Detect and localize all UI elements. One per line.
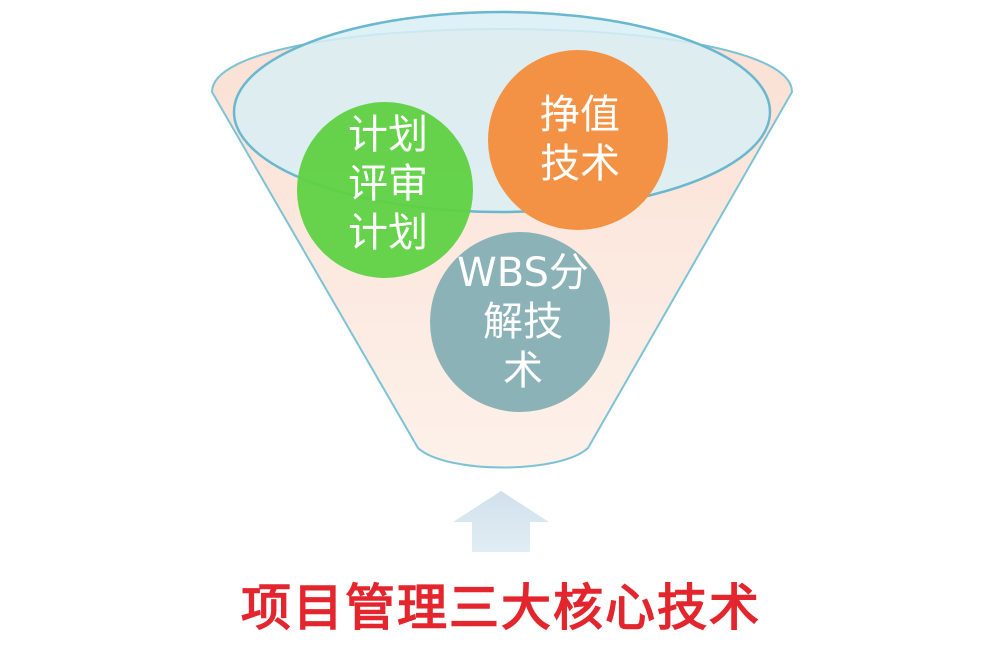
circle-earned-value: 挣值 技术 <box>488 50 668 230</box>
circle-wbs-line-1: WBS分 <box>457 250 589 296</box>
circle-plan-review-line-3: 计划 <box>348 210 428 256</box>
circle-plan-review: 计划 评审 计划 <box>297 102 473 278</box>
circle-plan-review-line-1: 计划 <box>348 112 428 158</box>
circle-wbs-line-3: 术 <box>503 348 543 394</box>
circle-wbs: WBS分 解技 术 <box>430 232 610 412</box>
circle-earned-value-line-1: 挣值 <box>540 92 620 138</box>
circle-wbs-line-2: 解技 <box>483 299 563 345</box>
diagram-caption: 项目管理三大核心技术 <box>241 579 761 637</box>
up-arrow-icon <box>453 491 549 552</box>
circle-earned-value-line-2: 技术 <box>540 141 620 187</box>
circle-plan-review-line-2: 评审 <box>348 161 428 207</box>
